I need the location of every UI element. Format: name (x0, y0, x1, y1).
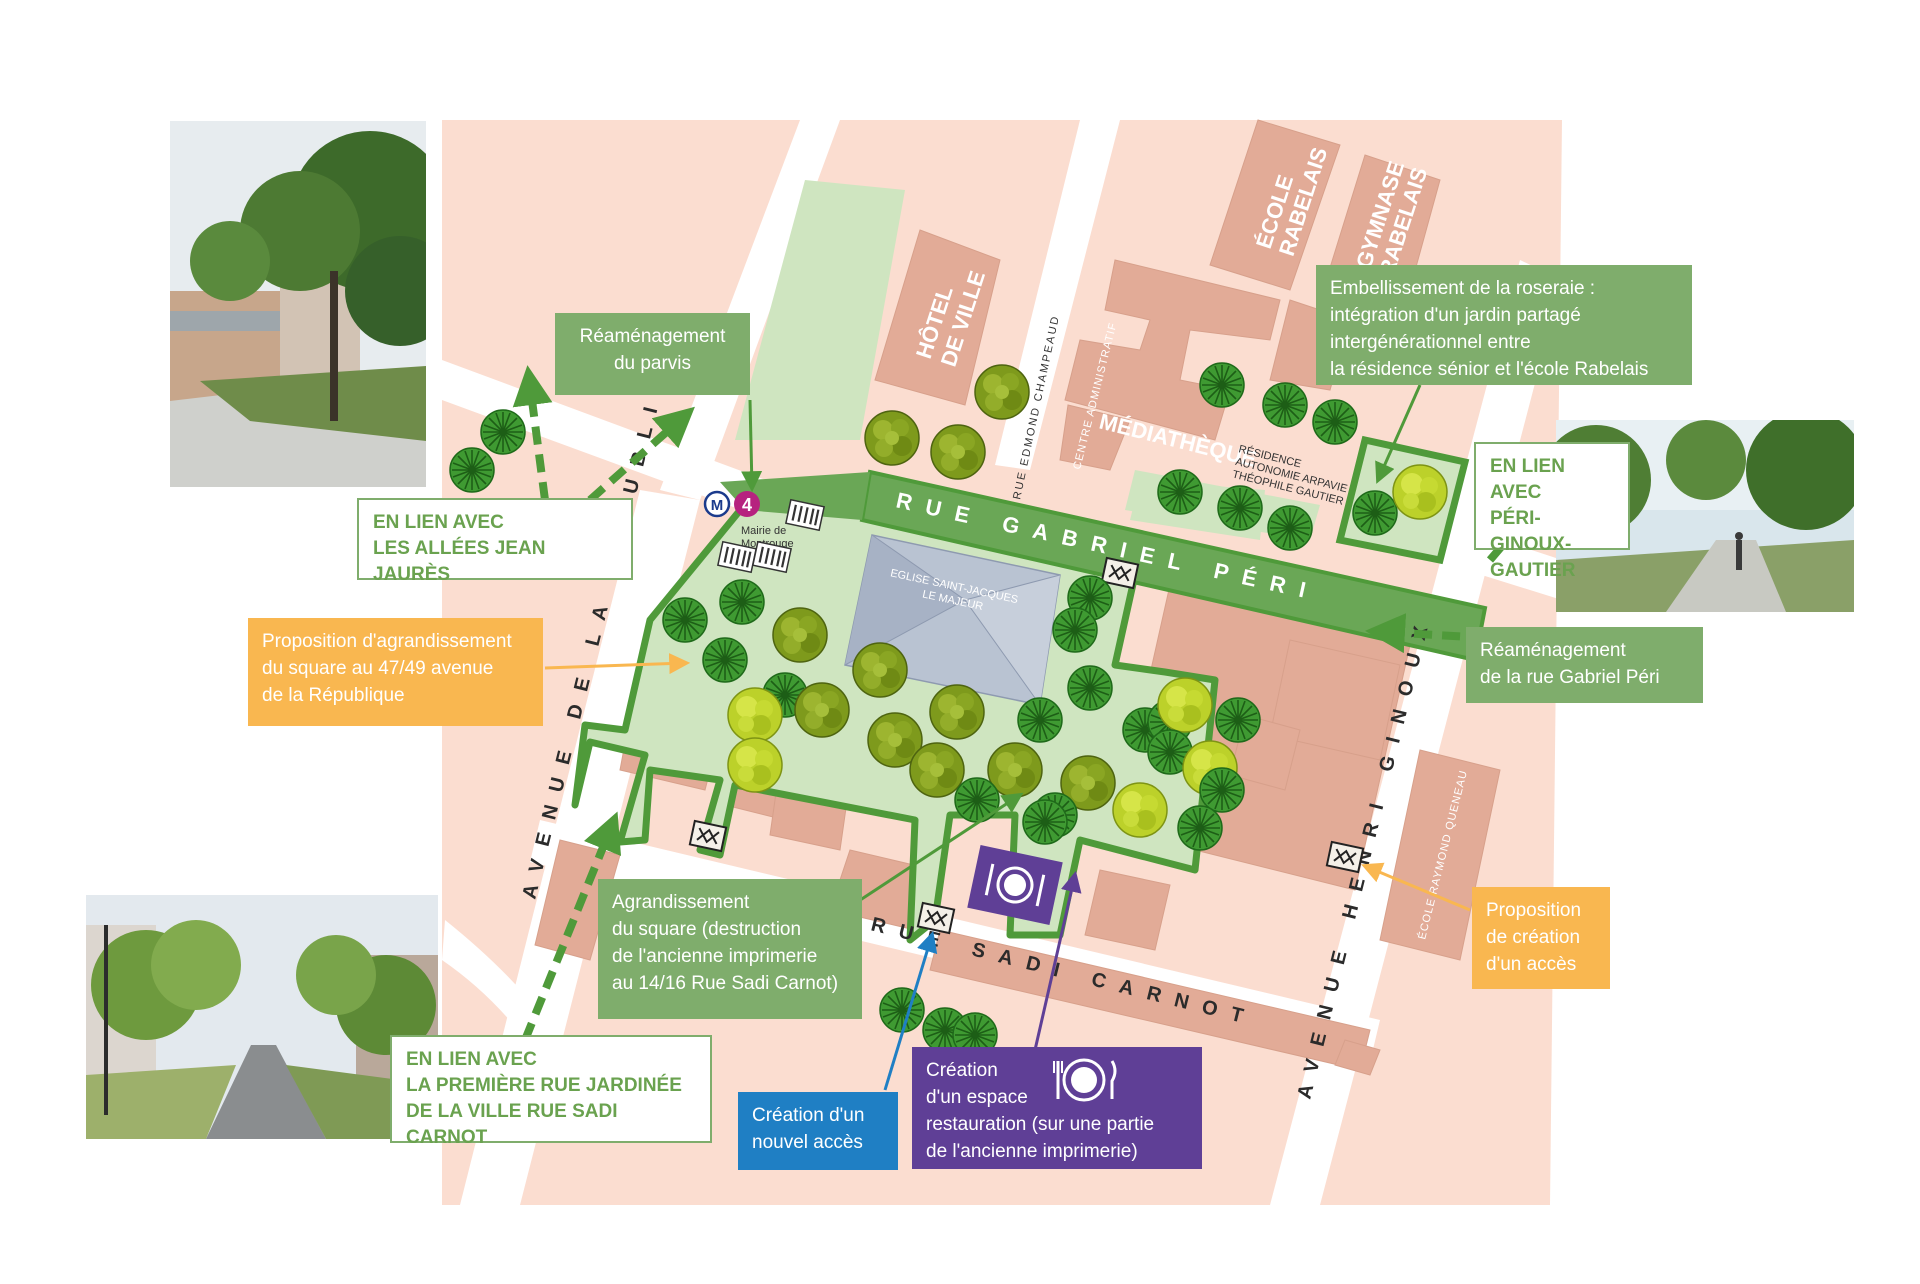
tree-icon (1199, 767, 1245, 813)
tree-icon (1392, 464, 1448, 520)
tree-icon (1157, 469, 1203, 515)
callout-roseraie: Embellissement de la roseraie : intégrat… (1316, 265, 1692, 385)
tree-icon (1017, 697, 1063, 743)
tree-icon (1262, 382, 1308, 428)
callout-creation-restauration: Création d'un espace restauration (sur u… (912, 1047, 1202, 1169)
leader-parvis (741, 399, 763, 493)
restaurant-icon (967, 844, 1063, 926)
leader-acces-right (1361, 862, 1471, 912)
tree-icon (719, 579, 765, 625)
svg-text:M: M (711, 497, 724, 514)
gate-icon (688, 819, 728, 853)
photo-allees-jean-jaures (170, 121, 426, 487)
leader-nouvel-acces (883, 930, 938, 1091)
tree-icon (1217, 485, 1263, 531)
tree-icon (1215, 697, 1261, 743)
metro-icon: M 4 (703, 490, 760, 518)
tree-icon (879, 987, 925, 1033)
tree-icon (1052, 607, 1098, 653)
tree-icon (449, 447, 495, 493)
tree-icon (1022, 799, 1068, 845)
tree-icon (974, 364, 1030, 420)
svg-text:4: 4 (742, 495, 752, 515)
tree-icon (1112, 782, 1168, 838)
tree-icon (1157, 677, 1213, 733)
tree-icon (727, 687, 783, 743)
tree-icon (864, 410, 920, 466)
leader-roseraie (1375, 384, 1422, 484)
tree-icon (1067, 665, 1113, 711)
leader-agrandissement-14 (844, 792, 1024, 912)
tree-icon (909, 742, 965, 798)
callout-proposition-creation-acces: Proposition de création d'un accès (1472, 887, 1610, 989)
restaurant-icon (1053, 1058, 1117, 1102)
tree-icon (702, 637, 748, 683)
callout-rue-sadi-carnot: EN LIEN AVEC LA PREMIÈRE RUE JARDINÉE DE… (390, 1035, 712, 1148)
leader-agrandissement-47 (544, 653, 691, 675)
tree-icon (1267, 505, 1313, 551)
tree-icon (794, 682, 850, 738)
tree-icon (852, 642, 908, 698)
tree-icon (929, 684, 985, 740)
tree-icon (480, 409, 526, 455)
callout-agrandissement-47-49: Proposition d'agrandissement du square a… (248, 618, 543, 726)
tree-icon (954, 777, 1000, 823)
callout-peri-ginoux-gautier: EN LIEN AVEC PÉRI-GINOUX- GAUTIER (1474, 442, 1630, 581)
tree-icon (772, 607, 828, 663)
gate-icon (916, 901, 956, 935)
label-gymnase-rabelais: GYMNASE RABELAIS (1351, 152, 1434, 279)
tree-icon (662, 597, 708, 643)
tree-icon (1177, 805, 1223, 851)
tree-icon (1199, 362, 1245, 408)
photo-rue-sadi-carnot (86, 895, 438, 1139)
tree-icon (1312, 399, 1358, 445)
tree-icon (930, 424, 986, 480)
gate-icon (1325, 840, 1365, 874)
buildings (534, 119, 1501, 1076)
callout-agrandissement-14-16: Agrandissement du square (destruction de… (598, 879, 862, 1019)
tree-icon (727, 737, 783, 793)
tree-icon (1352, 490, 1398, 536)
leader-restauration (1033, 870, 1082, 1051)
